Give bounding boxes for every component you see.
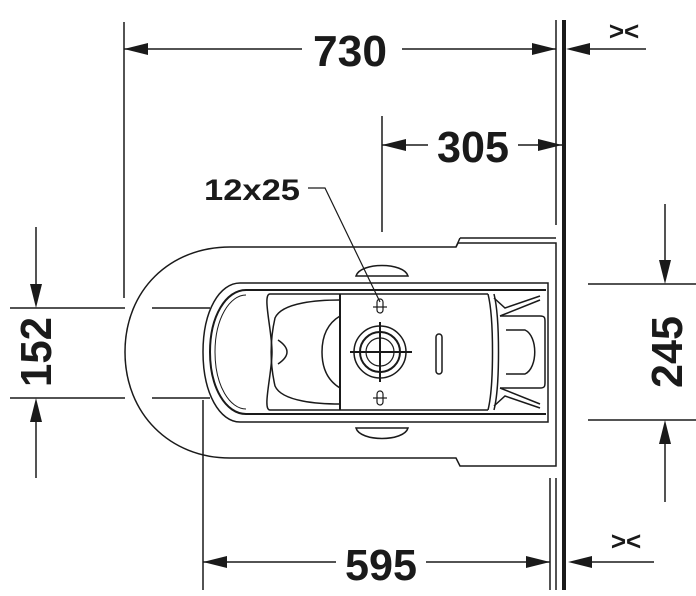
wall-line bbox=[555, 20, 566, 590]
fixing-holes bbox=[373, 298, 387, 406]
outlet-crosshair bbox=[350, 322, 412, 382]
dimension-label-305: 305 bbox=[437, 123, 509, 172]
fixing-hole-note: 12x25 bbox=[204, 174, 300, 207]
wall-gap-symbol-top: >< bbox=[609, 16, 639, 46]
wall-gap-symbol-bottom: >< bbox=[611, 526, 641, 556]
dimension-730 bbox=[123, 22, 646, 298]
dimension-152 bbox=[10, 227, 210, 590]
dimension-305 bbox=[381, 116, 562, 232]
dimension-label-595: 595 bbox=[345, 541, 417, 590]
dimension-245 bbox=[588, 204, 696, 502]
dimension-label-245: 245 bbox=[643, 316, 692, 388]
dimension-label-730: 730 bbox=[313, 27, 387, 76]
fixing-hole-leader bbox=[308, 187, 381, 303]
dimension-595 bbox=[203, 478, 654, 590]
dimension-label-152: 152 bbox=[12, 317, 61, 387]
toilet-outline bbox=[124, 237, 557, 467]
